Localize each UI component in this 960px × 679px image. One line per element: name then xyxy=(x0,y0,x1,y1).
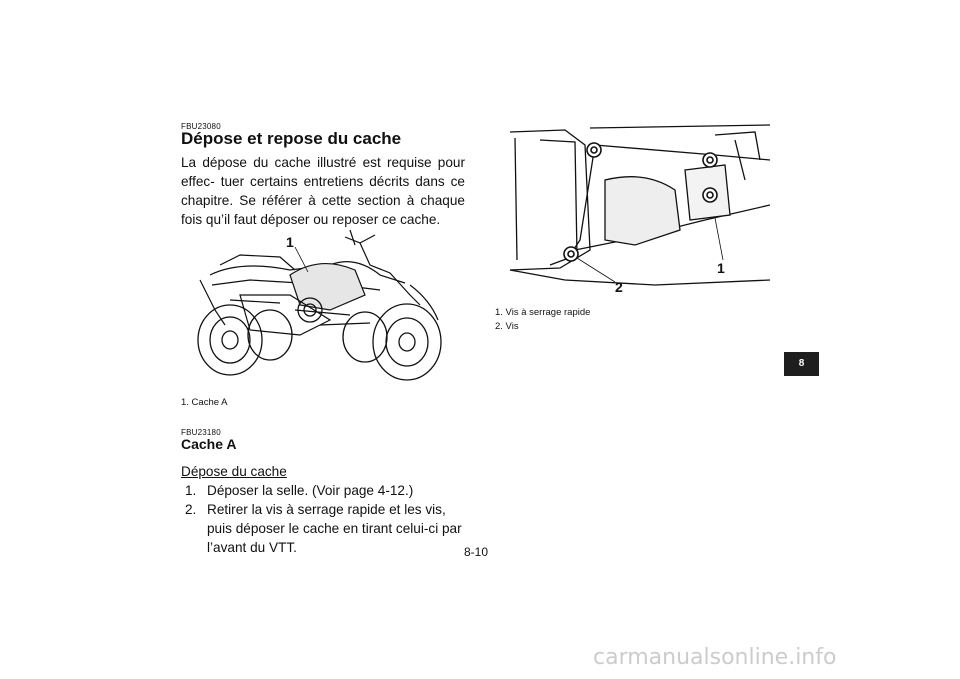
callout-leader-2 xyxy=(576,257,616,283)
cover-screws-illustration xyxy=(509,124,770,286)
callout-2: 2 xyxy=(615,279,623,295)
subsection-title: Cache A xyxy=(181,436,237,452)
section-title: Dépose et repose du cache xyxy=(181,129,402,148)
subsection-code: FBU23180 xyxy=(181,428,221,437)
caption-1: 1. Vis à serrage rapide xyxy=(495,307,591,318)
figure-caption: 1. Cache A xyxy=(181,397,228,408)
step-text: Déposer la selle. (Voir page 4-12.) xyxy=(207,483,414,498)
callout-leader xyxy=(294,246,309,273)
step-text: Retirer la vis à serrage rapide et les v… xyxy=(207,502,462,555)
section-code: FBU23080 xyxy=(181,122,221,131)
step-1: 1. Déposer la selle. (Voir page 4-12.) xyxy=(181,481,466,500)
watermark: carmanualsonline.info xyxy=(593,645,837,670)
caption-2: 2. Vis xyxy=(495,321,519,332)
intro-paragraph: La dépose du cache illustré est requise … xyxy=(181,155,465,227)
figure-callout-1: 1 xyxy=(286,234,294,250)
atv-illustration xyxy=(197,229,442,381)
step-number: 2. xyxy=(185,502,197,517)
callout-1: 1 xyxy=(717,260,725,276)
procedure-title: Dépose du cache xyxy=(181,464,287,479)
chapter-tab: 8 xyxy=(784,352,819,376)
callout-leader-1 xyxy=(714,217,724,261)
page-number: 8-10 xyxy=(464,545,489,559)
step-number: 1. xyxy=(185,483,197,498)
step-2: 2. Retirer la vis à serrage rapide et le… xyxy=(181,500,466,557)
